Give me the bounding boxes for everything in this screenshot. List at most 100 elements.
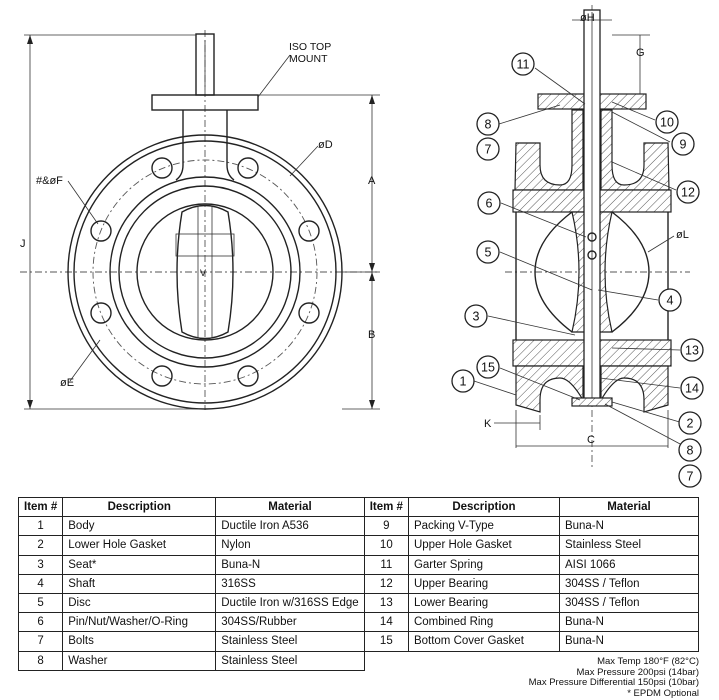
item-number: 7 — [17, 631, 64, 652]
description: Packing V-Type — [407, 516, 560, 537]
header-item-number: Item # — [17, 496, 64, 518]
item-number: 3 — [17, 554, 64, 575]
item-number: 9 — [363, 516, 409, 537]
dimension-f-label: #&øF — [36, 175, 63, 187]
callout-12: 12 — [676, 180, 700, 204]
svg-text:2: 2 — [687, 417, 694, 431]
dimension-e-label: øE — [60, 377, 74, 389]
svg-text:8: 8 — [485, 118, 492, 132]
callout-9: 9 — [671, 132, 695, 156]
item-number: 5 — [17, 592, 64, 614]
description: Body — [62, 516, 217, 537]
dimension-d-label: øD — [318, 139, 333, 151]
bore-circle — [136, 203, 274, 341]
header-description: Description — [62, 496, 217, 518]
item-number: 1 — [17, 516, 64, 537]
item-number: 2 — [17, 535, 64, 556]
header-material: Material — [215, 496, 365, 518]
item-number: 8 — [17, 650, 64, 671]
item-number: 15 — [363, 631, 409, 652]
description: Washer — [62, 650, 217, 671]
callout-8-upper: 8 — [476, 112, 500, 136]
description: Lower Hole Gasket — [62, 535, 217, 556]
callout-6: 6 — [477, 191, 501, 215]
description: Seat* — [62, 554, 217, 575]
max-temp-note: Max Temp 180°F (82°C) — [597, 656, 699, 667]
material: Stainless Steel — [215, 631, 365, 652]
bolt-circle — [92, 159, 318, 385]
item-number: 14 — [363, 612, 409, 633]
callout-bubbles: 11 8 7 10 9 12 6 5 4 3 13 15 1 14 2 8 7 — [451, 52, 704, 488]
callout-3: 3 — [464, 304, 488, 328]
table-row: 1 Body Ductile Iron A536 9 Packing V-Typ… — [17, 516, 699, 537]
header-description: Description — [407, 496, 560, 518]
shaft — [195, 33, 215, 96]
svg-text:4: 4 — [667, 294, 674, 308]
callout-15: 15 — [476, 355, 500, 379]
epdm-optional-note: * EPDM Optional — [627, 687, 699, 699]
callout-10: 10 — [655, 110, 679, 134]
description: Combined Ring — [407, 612, 560, 633]
description: Bottom Cover Gasket — [407, 631, 560, 652]
svg-text:7: 7 — [485, 143, 492, 157]
svg-text:15: 15 — [481, 361, 495, 375]
dimension-b-label: B — [368, 329, 375, 341]
dimension-h-label: øH — [580, 12, 595, 24]
material: 304SS / Teflon — [558, 592, 699, 614]
material: Ductile Iron w/316SS Edge — [215, 592, 365, 614]
disc-outline — [176, 204, 234, 340]
callout-13: 13 — [680, 338, 704, 362]
iso-top-mount-label-2: MOUNT — [289, 53, 328, 65]
dimension-l-label: øL — [676, 229, 689, 241]
svg-text:12: 12 — [681, 186, 695, 200]
svg-text:1: 1 — [460, 375, 467, 389]
description: Garter Spring — [407, 554, 560, 575]
svg-text:8: 8 — [687, 444, 694, 458]
description: Shaft — [62, 573, 217, 594]
table-row: 8 Washer Stainless Steel — [17, 650, 699, 671]
table-row: 3 Seat* Buna-N 11 Garter Spring AISI 106… — [17, 554, 699, 575]
svg-text:13: 13 — [685, 344, 699, 358]
item-number: 11 — [363, 554, 409, 575]
callout-4: 4 — [658, 288, 682, 312]
svg-text:10: 10 — [660, 116, 674, 130]
description: Lower Bearing — [407, 592, 560, 614]
header-material: Material — [558, 496, 699, 518]
section-view: øH G øL K C 11 8 7 10 9 12 6 5 4 3 13 15… — [451, 5, 704, 488]
table-row: 4 Shaft 316SS 12 Upper Bearing 304SS / T… — [17, 573, 699, 594]
dimension-c-label: C — [587, 434, 595, 446]
material: 304SS/Rubber — [215, 612, 365, 633]
description: Pin/Nut/Washer/O-Ring — [62, 612, 217, 633]
material: Ductile Iron A536 — [215, 516, 365, 537]
svg-text:V: V — [200, 268, 206, 278]
item-number: 12 — [363, 573, 409, 594]
empty-cell — [363, 650, 699, 671]
item-number: 13 — [363, 592, 409, 614]
bom-header-row: Item # Description Material Item # Descr… — [17, 496, 699, 518]
material: AISI 1066 — [558, 554, 699, 575]
callout-8-lower: 8 — [678, 438, 702, 462]
material: Stainless Steel — [558, 535, 699, 556]
callout-14: 14 — [680, 376, 704, 400]
header-item-number: Item # — [363, 496, 409, 518]
table-row: 6 Pin/Nut/Washer/O-Ring 304SS/Rubber 14 … — [17, 612, 699, 633]
callout-11: 11 — [511, 52, 535, 76]
material: Buna-N — [558, 631, 699, 652]
callout-7-upper: 7 — [476, 137, 500, 161]
callout-2: 2 — [678, 411, 702, 435]
dimension-lines — [24, 34, 380, 410]
callout-5: 5 — [476, 240, 500, 264]
table-row: 5 Disc Ductile Iron w/316SS Edge 13 Lowe… — [17, 592, 699, 614]
material: Stainless Steel — [215, 650, 365, 671]
dimension-j-label: J — [20, 238, 26, 250]
bill-of-materials-table: Item # Description Material Item # Descr… — [17, 496, 699, 671]
callout-7-lower: 7 — [678, 464, 702, 488]
svg-text:14: 14 — [685, 382, 699, 396]
dimension-g-label: G — [636, 47, 645, 59]
callout-1: 1 — [451, 369, 475, 393]
max-pressure-note: Max Pressure 200psi (14bar) — [576, 666, 700, 678]
section-dimension-lines — [473, 19, 684, 448]
iso-top-mount-label-1: ISO TOP — [289, 41, 331, 53]
rating-notes: Max Temp 180°F (82°C) Max Pressure 200ps… — [529, 656, 700, 699]
description: Disc — [62, 592, 217, 614]
